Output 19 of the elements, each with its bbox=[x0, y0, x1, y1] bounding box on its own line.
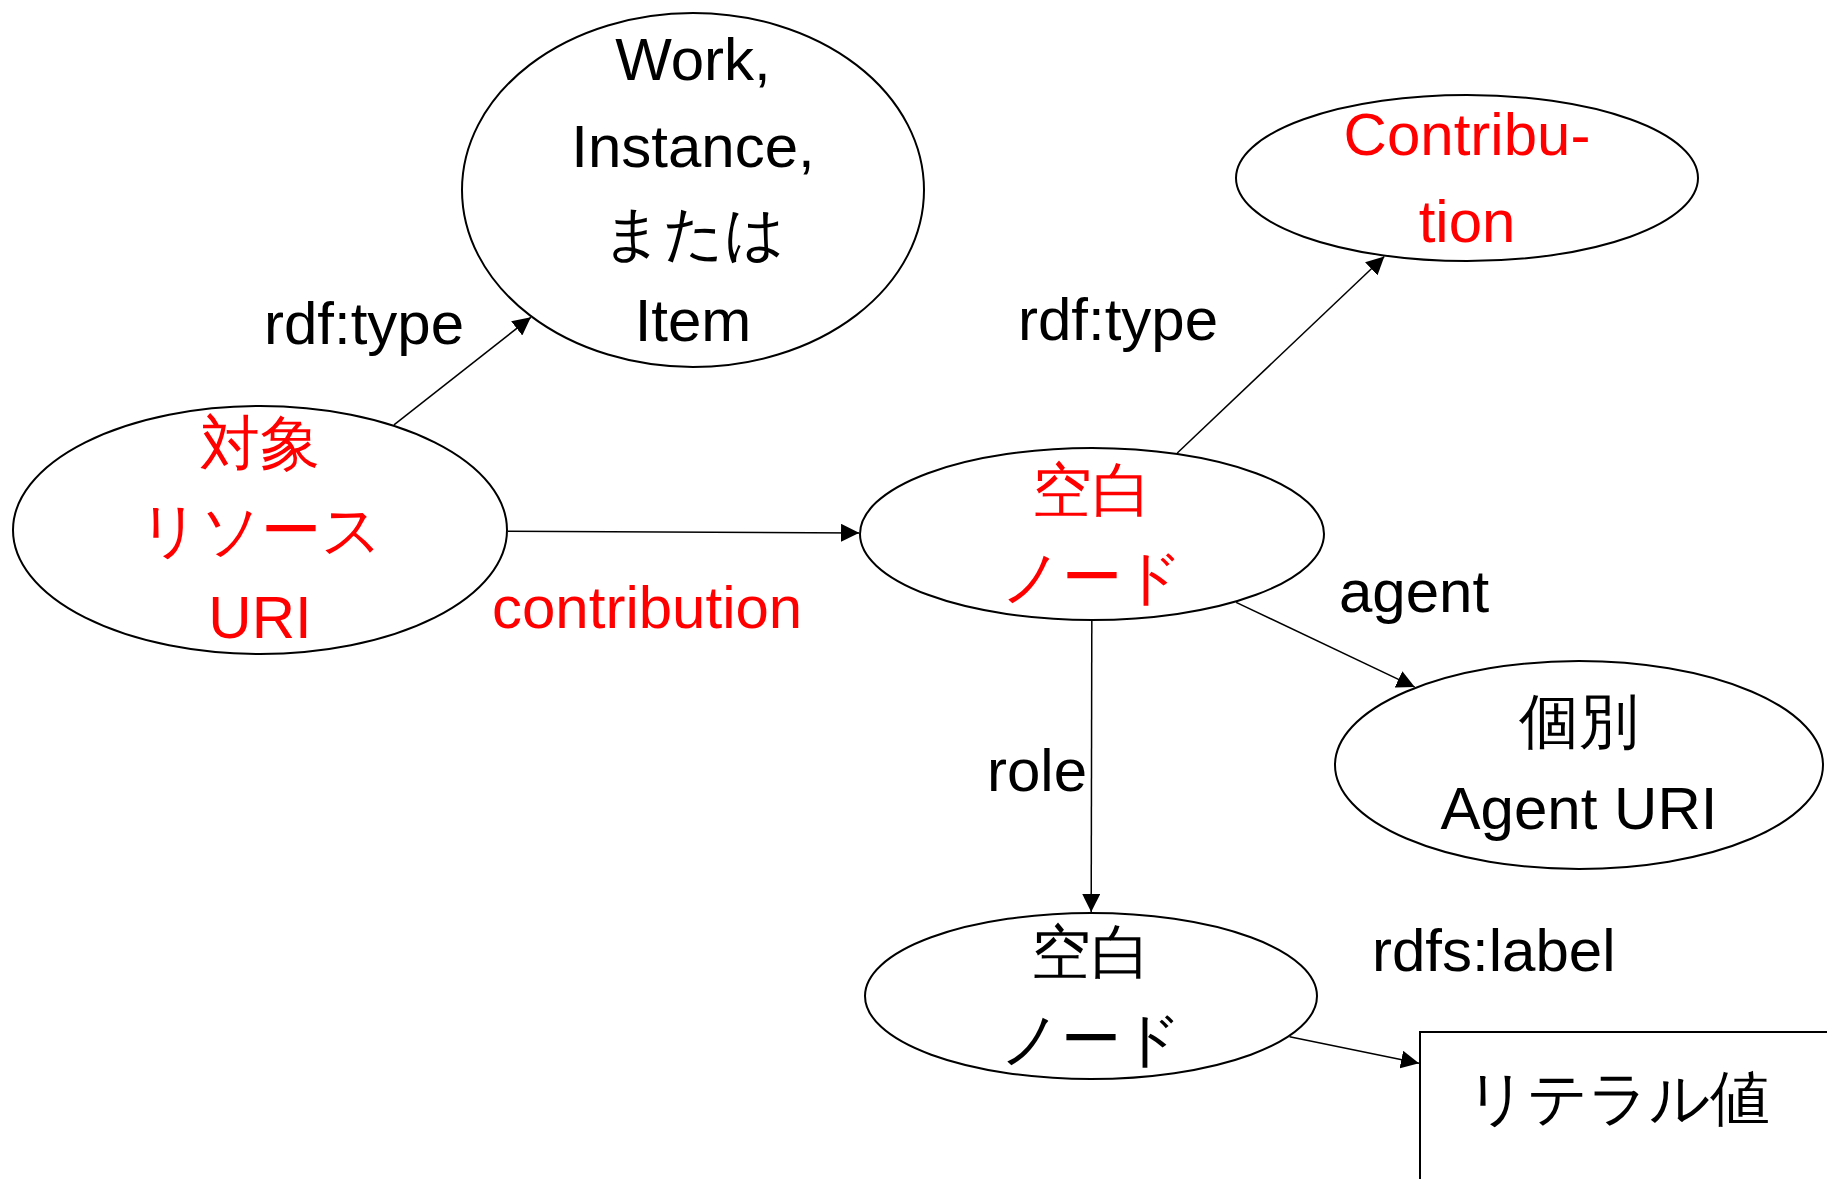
ellipse-node bbox=[864, 912, 1318, 1080]
arrow bbox=[393, 316, 532, 426]
arrow bbox=[1288, 1035, 1420, 1069]
ellipse-node bbox=[1235, 94, 1699, 262]
node-label: 個別 Agent URI bbox=[1440, 687, 1718, 844]
node-label: Contribu-tion bbox=[1343, 100, 1591, 257]
node-label: Work, Instance, または Item bbox=[571, 25, 815, 356]
literal-box bbox=[1419, 1031, 1827, 1179]
ellipse-node bbox=[859, 447, 1325, 621]
node-label: リテラル値 bbox=[1466, 1064, 1770, 1134]
node-label: 対象リソースURI bbox=[138, 408, 382, 653]
node-label: 空白ノード bbox=[1000, 918, 1182, 1075]
arrow bbox=[1082, 620, 1101, 913]
arrow bbox=[507, 523, 860, 542]
node-label: 空白ノード bbox=[1001, 456, 1183, 613]
ellipse-node bbox=[1334, 660, 1824, 870]
ellipse-node bbox=[461, 12, 925, 368]
arrow bbox=[1176, 255, 1386, 454]
arrow bbox=[1235, 601, 1416, 688]
